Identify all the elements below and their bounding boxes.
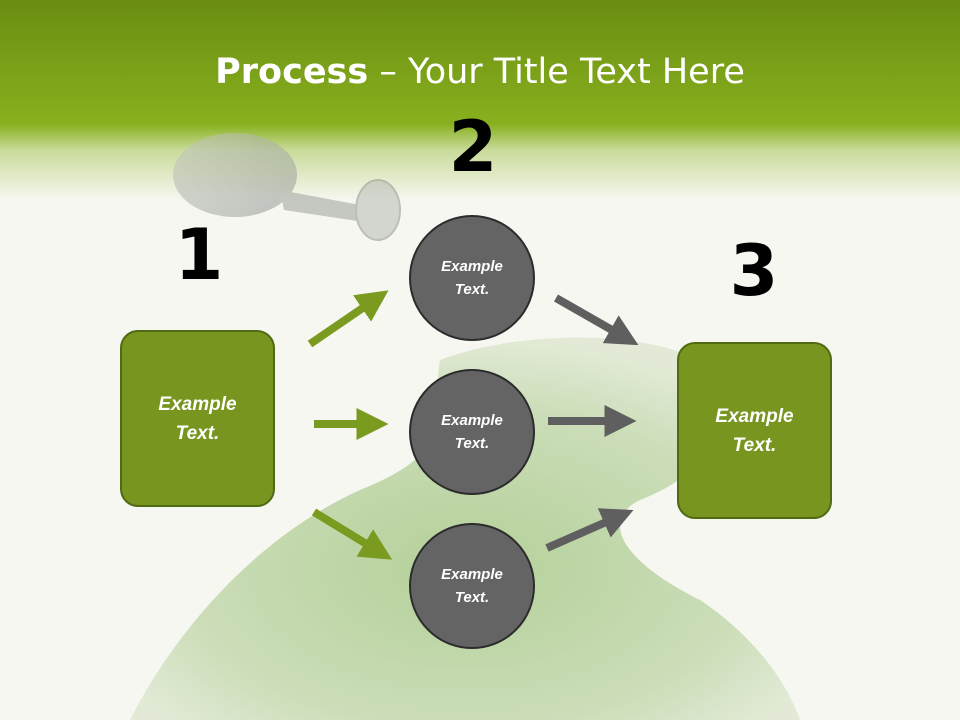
header-band [0, 0, 960, 200]
step-number-1: 1 [174, 214, 224, 296]
arrow-left-to-bottom [311, 508, 393, 560]
arrow-top-to-right [554, 294, 639, 346]
title-rest: – Your Title Text Here [368, 52, 745, 92]
slide-title: Process – Your Title Text Here [0, 52, 960, 92]
watering-can-image [173, 133, 401, 241]
title-bold: Process [215, 52, 369, 92]
arrow-bottom-to-right [545, 508, 634, 552]
step-number-2: 2 [448, 106, 498, 188]
step-number-3: 3 [729, 230, 779, 312]
arrow-left-to-top [307, 290, 389, 348]
